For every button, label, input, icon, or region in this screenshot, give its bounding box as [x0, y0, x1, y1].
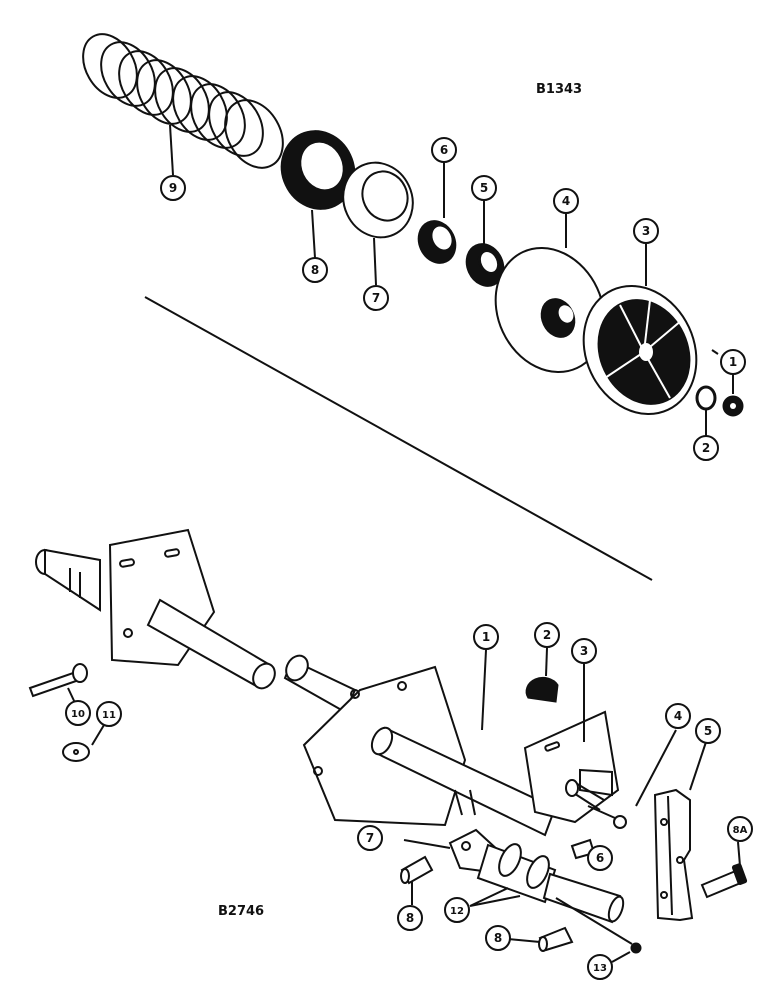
callout-circle [571, 638, 597, 664]
callout-circle [471, 175, 497, 201]
callout-circle [431, 137, 457, 163]
callout-circle [534, 622, 560, 648]
washer [695, 385, 717, 436]
callout-circle [665, 703, 691, 729]
callout-top-8: 9 [160, 175, 186, 201]
callout-top-7: 8 [302, 257, 328, 283]
callout-number: 8 [406, 911, 414, 925]
plug [525, 647, 559, 703]
callout-circle [397, 905, 423, 931]
callout-number: 12 [450, 906, 464, 917]
fixed-sheave [582, 244, 698, 416]
callout-bottom-11: 11 [96, 701, 122, 727]
callout-circle [553, 188, 579, 214]
callout-number: 11 [102, 710, 116, 721]
coil-spring [82, 33, 284, 176]
callout-top-3: 4 [553, 188, 579, 214]
callout-bottom-0: 1 [473, 624, 499, 650]
callout-number: 7 [372, 291, 380, 305]
bottom-reference-number: B2746 [218, 904, 264, 919]
movable-sheave [494, 214, 606, 374]
callout-circle [587, 954, 613, 980]
callout-bottom-4: 5 [695, 718, 721, 744]
link-bracket [653, 741, 707, 922]
callout-top-5: 6 [431, 137, 457, 163]
callout-number: 1 [729, 355, 737, 369]
top-reference-number: B1343 [536, 82, 582, 97]
callout-number: 1 [482, 630, 490, 644]
callout-top-4: 5 [471, 175, 497, 201]
callout-circle [65, 700, 91, 726]
callout-number: 9 [169, 181, 177, 195]
cup-retainer [342, 161, 414, 286]
callout-circle [693, 435, 719, 461]
callout-number: 6 [596, 851, 604, 865]
callout-top-6: 7 [363, 285, 389, 311]
callout-circle [473, 624, 499, 650]
callout-bottom-3: 4 [665, 703, 691, 729]
callout-number: 3 [642, 224, 650, 238]
axle-with-plate [302, 649, 620, 837]
eye-bolt [28, 663, 88, 706]
right-tube [283, 654, 357, 714]
callout-top-0: 1 [720, 349, 746, 375]
callout-number: 6 [440, 143, 448, 157]
callout-number: 8A [733, 825, 748, 836]
callout-bottom-5: 6 [587, 845, 613, 871]
callout-circle [357, 825, 383, 851]
callout-number: 8 [494, 931, 502, 945]
bearing-collar [417, 162, 457, 264]
callout-number: 3 [580, 644, 588, 658]
callout-top-2: 3 [633, 218, 659, 244]
callout-bottom-2: 3 [571, 638, 597, 664]
callout-bottom-1: 2 [534, 622, 560, 648]
callout-circle [695, 718, 721, 744]
left-tube [146, 598, 276, 690]
section-divider-line [144, 296, 653, 581]
callout-number: 10 [71, 709, 85, 720]
callout-number: 5 [480, 181, 488, 195]
callout-number: 4 [674, 709, 682, 723]
callout-top-1: 2 [693, 435, 719, 461]
spring-cup [280, 130, 356, 259]
callout-circle [587, 845, 613, 871]
ball-bearing [465, 200, 505, 287]
callout-bottom-7: 8 [397, 905, 423, 931]
callout-bottom-8: 8 [485, 925, 511, 951]
castle-nut [711, 349, 744, 417]
callout-circle [302, 257, 328, 283]
hydraulic-cylinder [403, 828, 633, 945]
callout-bottom-9: 8A [727, 816, 753, 842]
flat-washer [62, 724, 105, 762]
callout-circle [485, 925, 511, 951]
dowel-bottom [497, 926, 574, 952]
pin-with-eye [587, 729, 677, 829]
bolt [700, 841, 748, 899]
callout-number: 2 [702, 441, 710, 455]
callout-circle [727, 816, 753, 842]
left-stub-shaft [35, 548, 101, 612]
callout-number: 8 [311, 263, 319, 277]
callout-number: 7 [366, 831, 374, 845]
grease-fitting [611, 942, 642, 963]
callout-number: 5 [704, 724, 712, 738]
callout-bottom-10: 10 [65, 700, 91, 726]
callout-bottom-13: 13 [587, 954, 613, 980]
dowel-left [400, 855, 434, 905]
callout-circle [96, 701, 122, 727]
callout-number: 13 [593, 963, 607, 974]
callout-number: 2 [543, 628, 551, 642]
callout-circle [633, 218, 659, 244]
callout-circle [160, 175, 186, 201]
callout-bottom-6: 7 [357, 825, 383, 851]
pin [565, 664, 605, 811]
callout-circle [444, 897, 470, 923]
callout-bottom-12: 12 [444, 897, 470, 923]
callout-circle [720, 349, 746, 375]
callout-number: 4 [562, 194, 570, 208]
callout-circle [363, 285, 389, 311]
